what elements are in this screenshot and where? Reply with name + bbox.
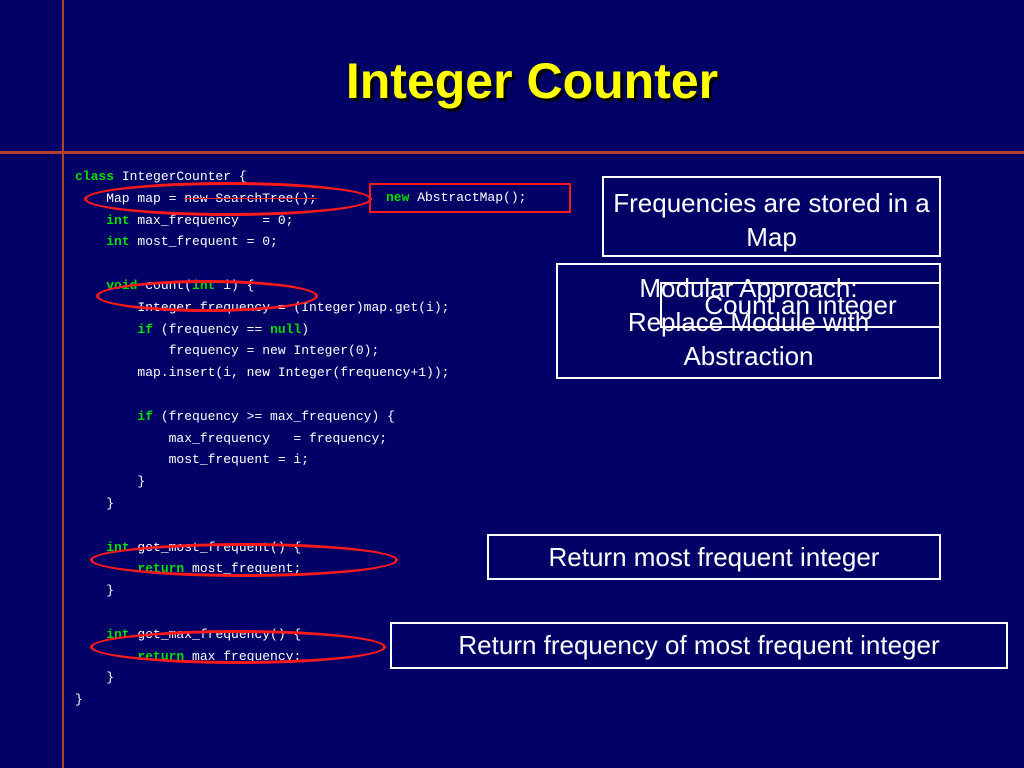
code-text: IntegerCounter {: [114, 169, 247, 184]
vertical-rule: [62, 0, 64, 768]
code-line: }: [75, 583, 115, 599]
code-line: most_frequent = i;: [75, 452, 310, 468]
code-line-blank: [75, 515, 449, 537]
note-map: Frequencies are stored in a Map: [602, 176, 941, 257]
code-line-blank: [75, 253, 449, 275]
code-text: ): [301, 321, 310, 337]
code-keyword: null: [270, 321, 302, 337]
highlight-ellipse-count: [96, 280, 318, 312]
note-count: Count an integer: [660, 282, 941, 328]
code-line: frequency = new Integer(0);: [75, 343, 380, 359]
code-line: }: [75, 670, 115, 686]
slide-title: Integer Counter: [345, 53, 719, 109]
highlight-ellipse-get-most-frequent: [90, 543, 398, 577]
code-keyword: int: [106, 212, 130, 228]
note-map-text: Frequencies are stored in a Map: [613, 188, 930, 252]
code-text: most_frequent = 0;: [129, 234, 278, 250]
code-text: AbstractMap();: [409, 190, 527, 205]
note-most-frequent-text: Return most frequent integer: [548, 542, 880, 572]
note-most-frequent: Return most frequent integer: [487, 534, 941, 580]
code-keyword: class: [75, 169, 115, 184]
code-line: int max_frequency = 0;: [75, 210, 449, 232]
horizontal-rule: [0, 151, 1024, 154]
code-line-blank: [75, 602, 449, 624]
code-line: }: [75, 474, 146, 490]
code-line: if (frequency >= max_frequency) {: [75, 406, 449, 428]
note-count-text: Count an integer: [704, 290, 897, 320]
code-line: map.insert(i, new Integer(frequency+1));: [75, 365, 450, 381]
note-max-frequency-text: Return frequency of most frequent intege…: [458, 630, 940, 660]
code-line: class IntegerCounter {: [75, 166, 449, 188]
code-keyword: new: [386, 190, 410, 205]
note-max-frequency: Return frequency of most frequent intege…: [390, 622, 1008, 669]
code-keyword: int: [106, 234, 130, 250]
highlight-ellipse-map: [84, 182, 372, 216]
replacement-code-box: new AbstractMap();: [369, 183, 571, 213]
code-line: if (frequency == null): [75, 319, 449, 341]
code-keyword: if: [137, 321, 154, 337]
highlight-ellipse-get-max-frequency: [90, 630, 386, 664]
code-keyword: if: [137, 408, 154, 424]
code-line: }: [75, 692, 83, 708]
code-line: max_frequency = frequency;: [75, 430, 388, 446]
code-text: max_frequency = 0;: [129, 212, 294, 228]
code-text: (frequency >= max_frequency) {: [153, 408, 395, 424]
code-line-blank: [75, 384, 449, 406]
code-line: int most_frequent = 0;: [75, 231, 449, 253]
code-line: }: [75, 495, 115, 511]
code-text: (frequency ==: [153, 321, 271, 337]
note-modular-text: Modular Approach: Replace Module with Ab…: [627, 273, 870, 371]
